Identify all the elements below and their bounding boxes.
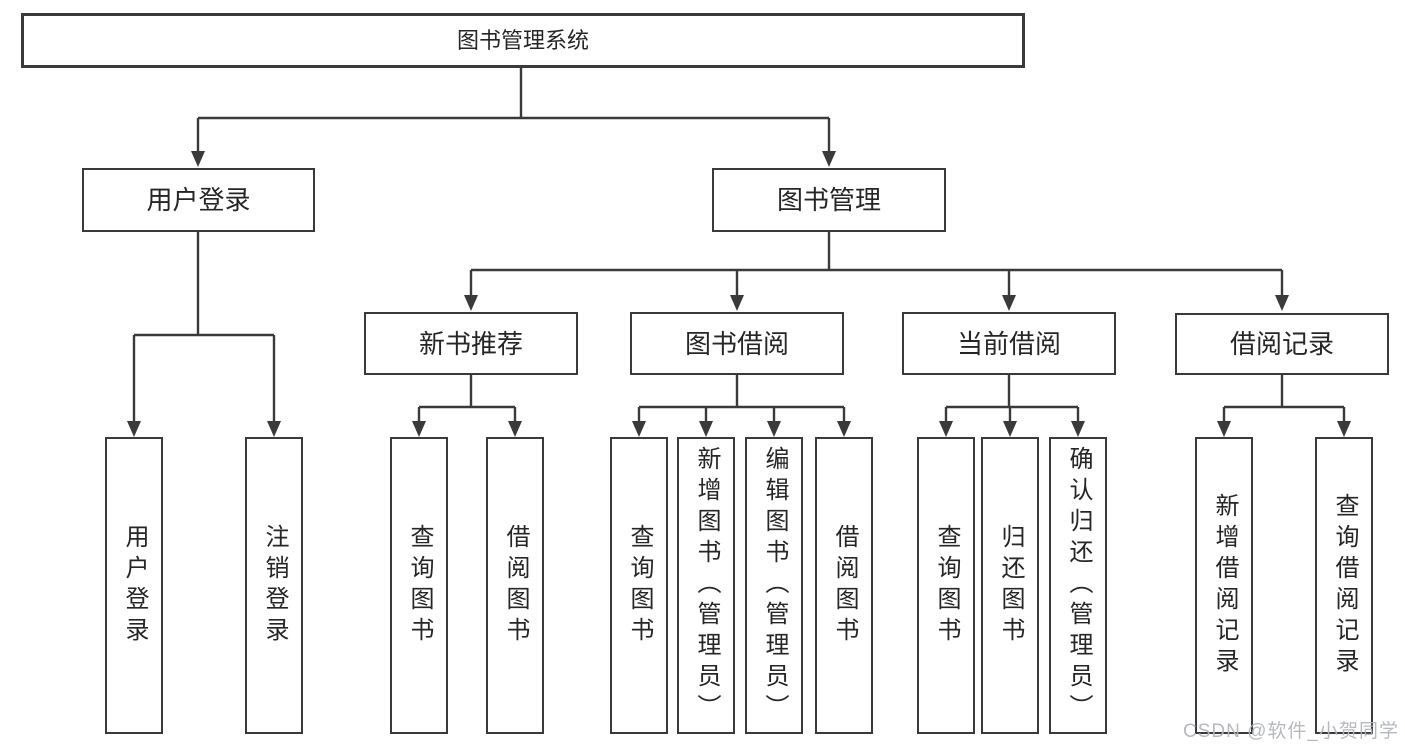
leaf-add-books-admin: 新增图书（管理员）: [677, 437, 735, 734]
leaf-query-books-current: 查询图书: [917, 437, 975, 734]
node-label: 新增借阅记录: [1211, 492, 1238, 679]
leaf-edit-books-admin: 编辑图书（管理员）: [745, 437, 803, 734]
leaf-add-borrow-record: 新增借阅记录: [1195, 437, 1253, 734]
node-book-management: 图书管理: [712, 168, 946, 232]
node-borrowing-records: 借阅记录: [1175, 313, 1389, 375]
leaf-borrow-books: 借阅图书: [815, 437, 873, 734]
leaf-user-login: 用户登录: [105, 437, 163, 734]
leaf-confirm-return-admin: 确认归还（管理员）: [1049, 437, 1107, 734]
node-label: 注销登录: [261, 523, 288, 648]
node-label: 用户登录: [146, 185, 251, 215]
node-label: 新增图书（管理员）: [693, 446, 720, 725]
node-label: 图书管理: [776, 185, 881, 215]
node-library-management-system: 图书管理系统: [21, 13, 1025, 68]
leaf-return-books: 归还图书: [981, 437, 1039, 734]
node-user-login: 用户登录: [82, 168, 315, 232]
node-label: 查询图书: [406, 523, 433, 648]
leaf-query-borrow-record: 查询借阅记录: [1315, 437, 1373, 734]
leaf-query-books-borrowing: 查询图书: [610, 437, 668, 734]
leaf-query-books-recommend: 查询图书: [390, 437, 448, 734]
node-label: 编辑图书（管理员）: [761, 446, 788, 725]
node-label: 借阅记录: [1229, 329, 1334, 359]
node-label: 确认归还（管理员）: [1065, 446, 1092, 725]
node-label: 归还图书: [997, 523, 1024, 648]
node-label: 查询借阅记录: [1331, 492, 1358, 679]
node-book-borrowing: 图书借阅: [630, 312, 844, 375]
node-label: 查询图书: [626, 523, 653, 648]
node-label: 当前借阅: [956, 328, 1061, 359]
node-current-borrowing: 当前借阅: [902, 312, 1116, 375]
leaf-logout: 注销登录: [245, 437, 303, 734]
leaf-borrow-books-recommend: 借阅图书: [486, 437, 544, 734]
node-label: 图书管理系统: [456, 27, 589, 53]
node-label: 查询图书: [933, 523, 960, 648]
node-label: 新书推荐: [418, 328, 523, 359]
node-label: 借阅图书: [502, 523, 529, 648]
node-label: 用户登录: [121, 523, 148, 648]
node-label: 图书借阅: [684, 328, 789, 359]
node-label: 借阅图书: [831, 523, 858, 648]
node-new-book-recommend: 新书推荐: [364, 312, 578, 375]
